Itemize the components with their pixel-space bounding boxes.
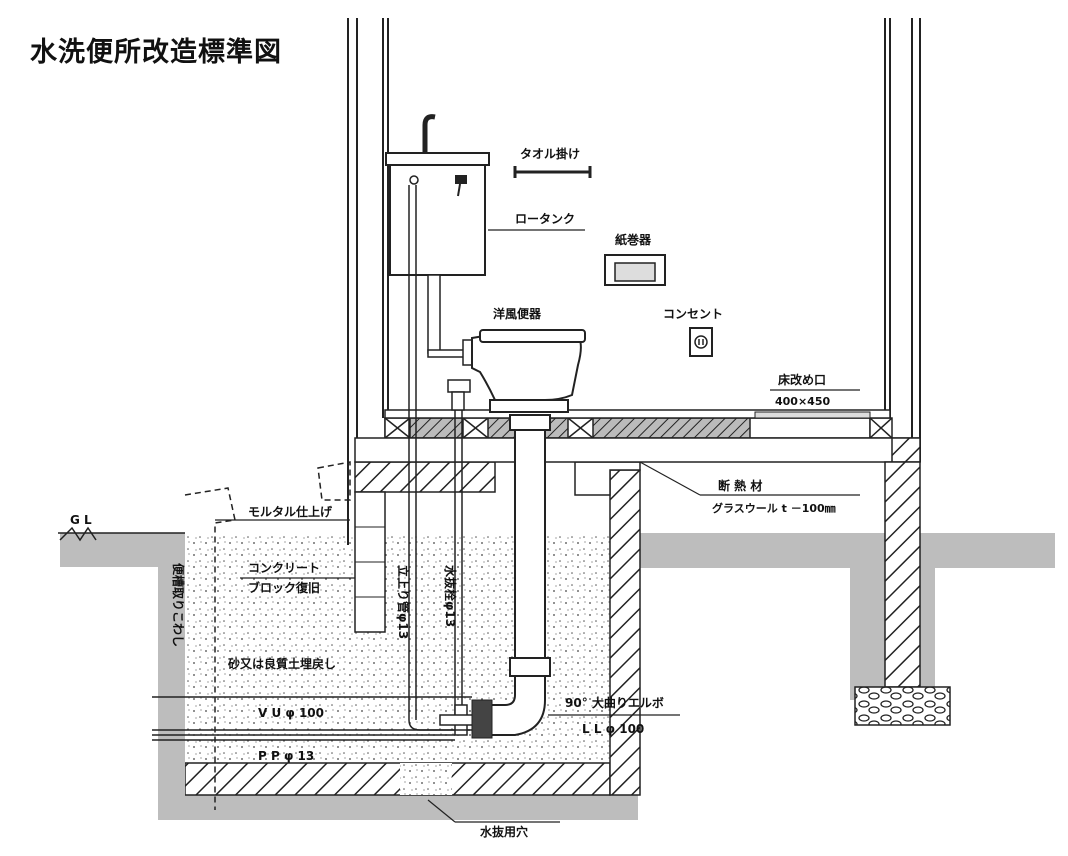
foundation-block — [354, 461, 496, 493]
diagram-title: 水洗便所改造標準図 — [30, 37, 282, 68]
horizontal-pipes — [152, 696, 472, 741]
label-backfill: 砂又は良質土埋戻し — [227, 656, 336, 671]
pit-base-slab — [184, 762, 611, 796]
low-tank — [385, 114, 490, 366]
label-vu: V U φ 100 — [258, 706, 324, 720]
label-towel-bar: タオル掛け — [520, 146, 580, 161]
label-toilet: 洋風便器 — [493, 306, 542, 321]
pit-right-wall — [609, 469, 641, 796]
label-riser-pipe: 立上り管φ13 — [396, 565, 411, 639]
label-concrete-2: ブロック復旧 — [248, 580, 320, 595]
label-mortar: モルタル仕上げ — [248, 504, 333, 519]
label-insulation: 断 熱 材 — [718, 478, 762, 493]
rubble-footing — [854, 686, 951, 726]
label-floor-hatch-size: 400×450 — [775, 395, 830, 408]
walls — [347, 18, 921, 545]
label-floor-hatch: 床改め口 — [778, 372, 826, 387]
label-drain-hole: 水抜用穴 — [480, 824, 528, 839]
outlet — [689, 327, 713, 357]
label-demolish: 便槽取りこわし — [171, 563, 186, 647]
label-paper-holder: 紙巻器 — [615, 232, 652, 247]
gl-marker — [58, 526, 185, 542]
label-ll: L L φ 100 — [582, 722, 644, 736]
drain-hole — [400, 763, 452, 795]
label-insulation-spec: グラスウール t －100㎜ — [712, 501, 836, 515]
riser-pipes — [408, 185, 476, 736]
label-drain-valve: 水抜栓φ13 — [443, 565, 458, 627]
leader-lines — [215, 229, 860, 823]
drain-pipe — [471, 414, 551, 739]
label-gl: G L — [70, 513, 92, 527]
foundation-post — [884, 461, 921, 688]
label-pp: P P φ 13 — [258, 749, 314, 763]
paper-holder — [604, 254, 666, 286]
label-outlet: コンセント — [663, 307, 723, 321]
towel-bar — [513, 166, 592, 178]
label-low-tank: ロータンク — [515, 212, 575, 226]
demolished-tank-outline — [184, 461, 351, 810]
label-elbow: 90° 大曲りエルボ — [565, 695, 664, 710]
western-toilet — [471, 329, 586, 413]
floor — [354, 409, 921, 463]
label-concrete-1: コンクリート — [248, 561, 320, 575]
